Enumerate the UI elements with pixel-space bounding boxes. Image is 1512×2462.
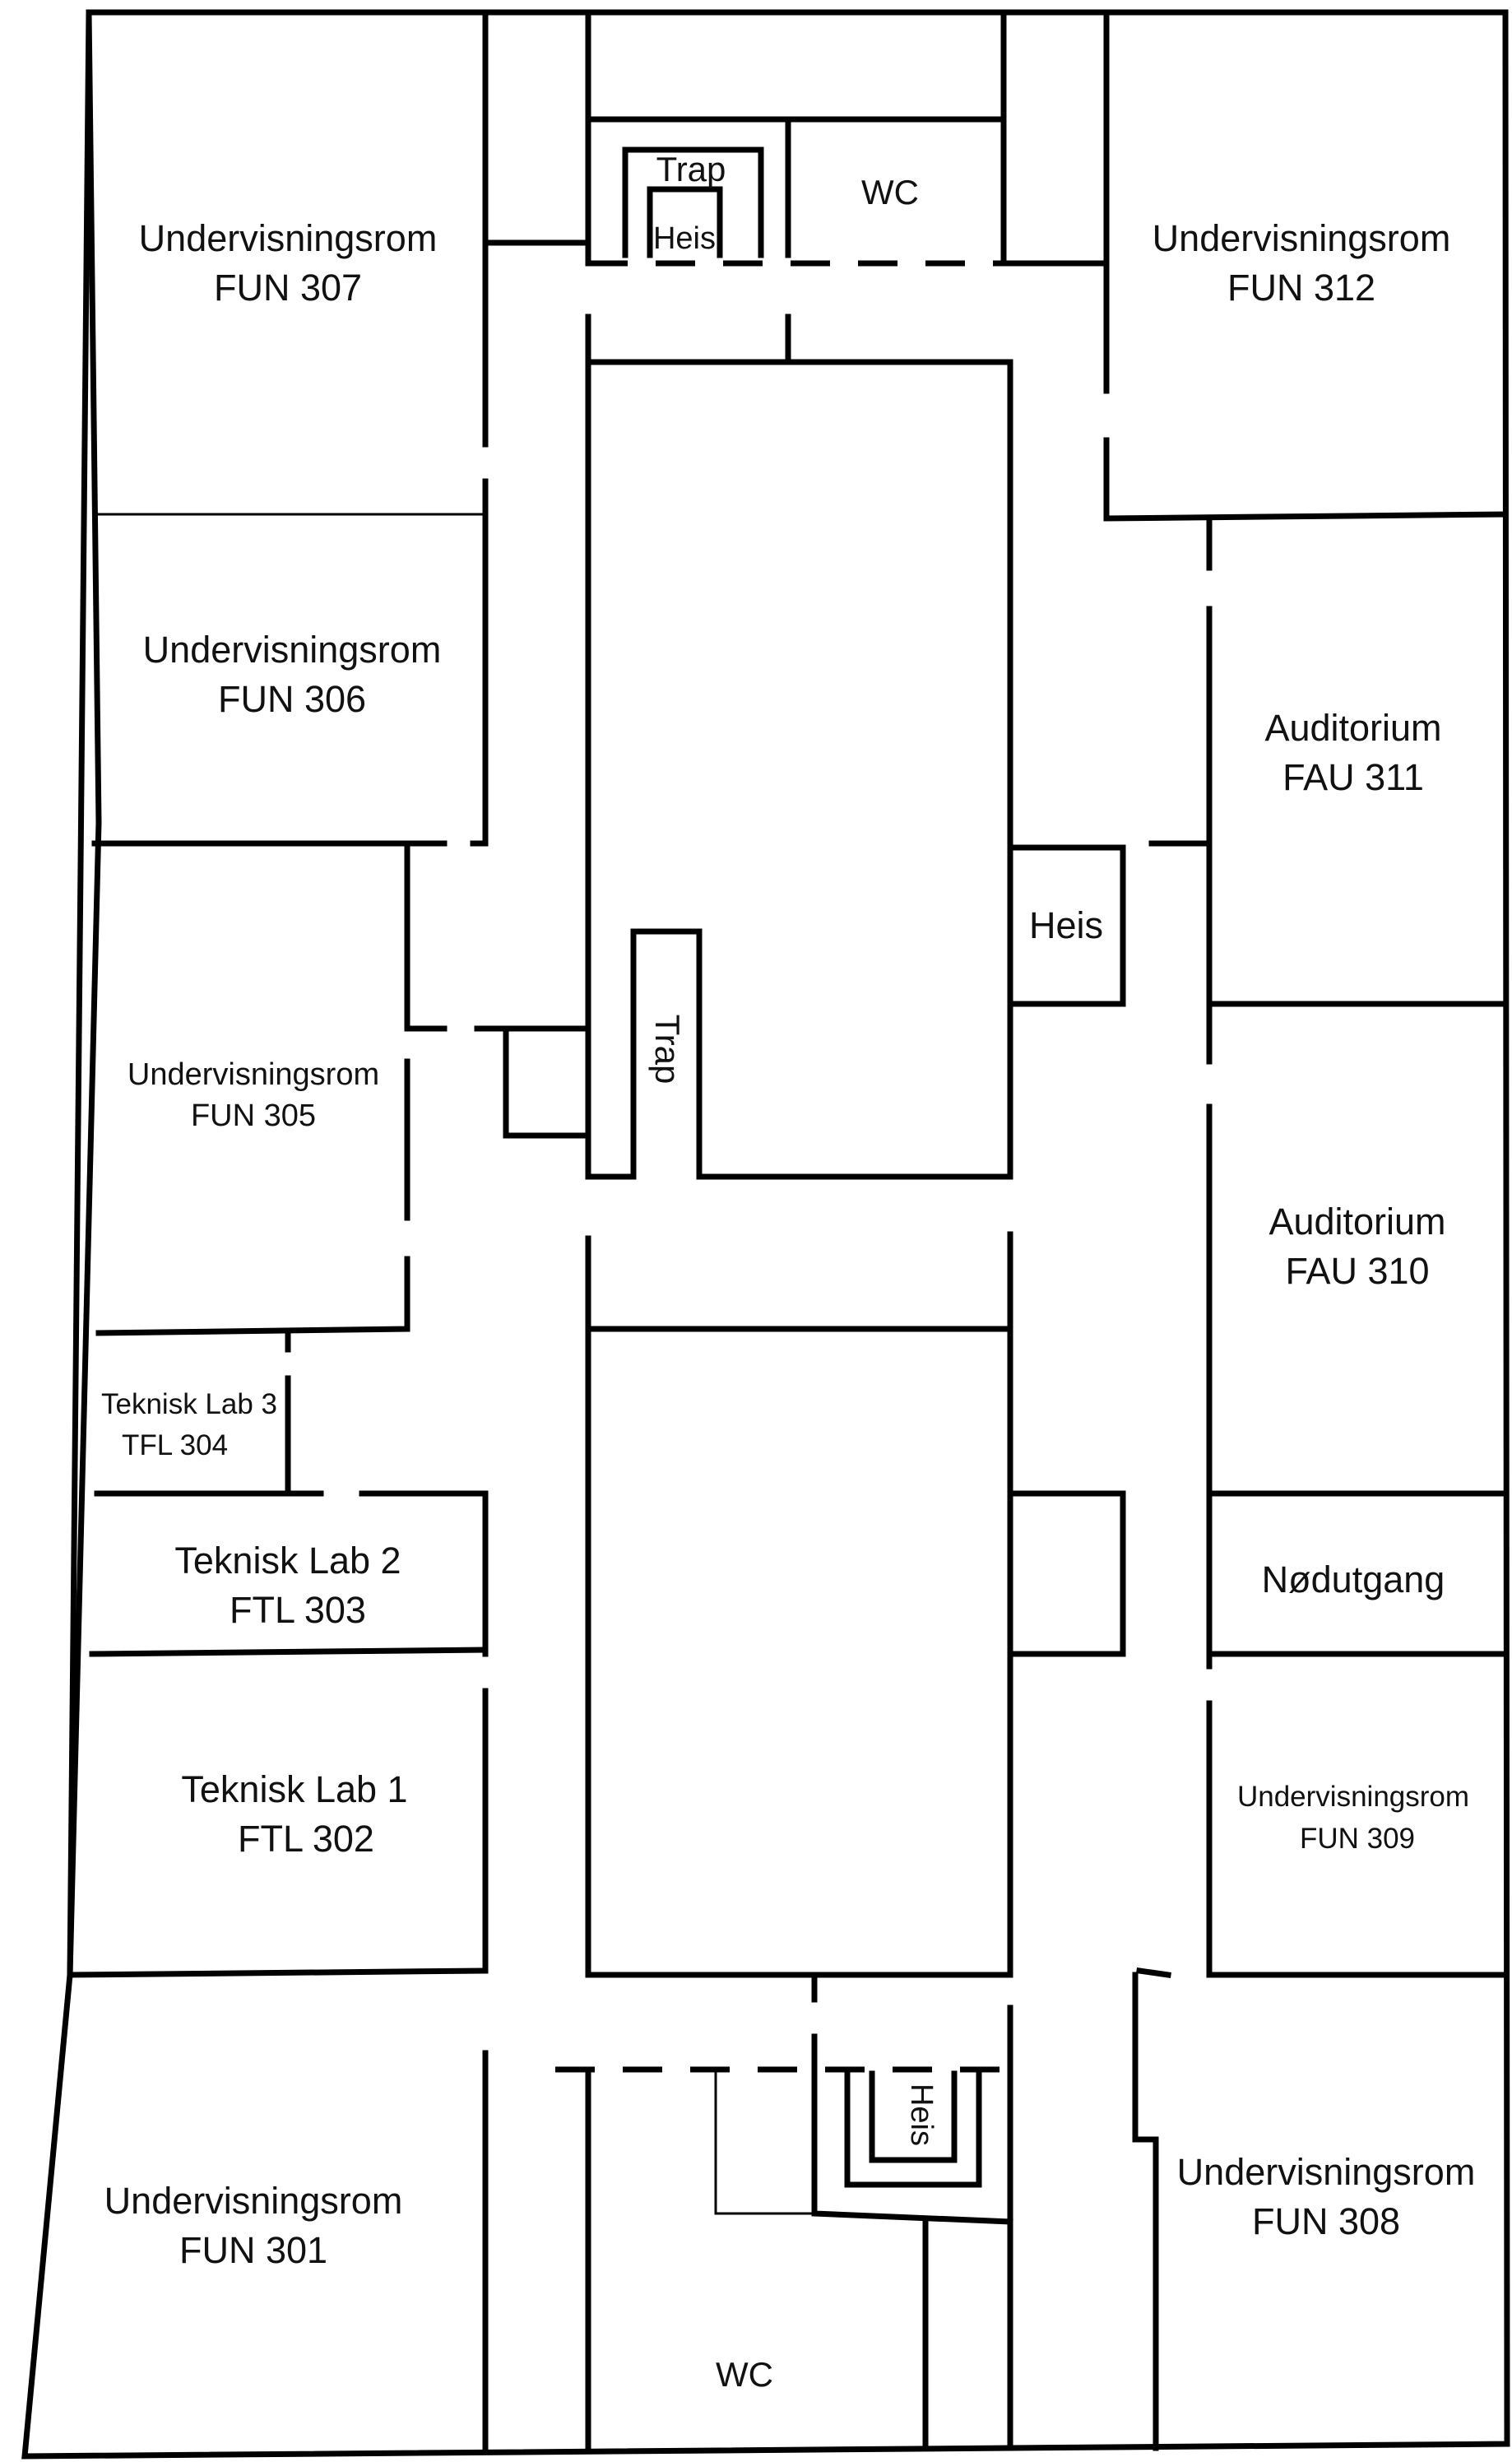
room-code: FUN 312 <box>1227 267 1375 309</box>
elevator-label-bottom: Heis <box>904 2083 939 2146</box>
left-room-walls <box>67 9 591 2451</box>
top-service-walls <box>482 9 1110 361</box>
room-code: FTL 303 <box>230 1589 366 1631</box>
room-name: Teknisk Lab 3 <box>101 1388 277 1420</box>
room-code: FUN 301 <box>179 2229 327 2271</box>
room-name: Auditorium <box>1269 1201 1445 1243</box>
room-name: Teknisk Lab 1 <box>181 1768 407 1810</box>
room-ftl-302: Teknisk Lab 1 FTL 302 <box>181 1768 407 1860</box>
room-code: FUN 309 <box>1300 1823 1415 1855</box>
room-tfl-304: Teknisk Lab 3 TFL 304 <box>101 1388 277 1461</box>
room-code: FAU 310 <box>1285 1250 1429 1292</box>
room-name: Undervisningsrom <box>1237 1781 1469 1813</box>
elevator-label-top: Heis <box>653 221 716 256</box>
room-name: Undervisningsrom <box>143 629 442 671</box>
room-fun-306: Undervisningsrom FUN 306 <box>143 629 442 720</box>
room-fun-312: Undervisningsrom FUN 312 <box>1153 217 1451 309</box>
room-code: FUN 306 <box>218 678 366 720</box>
room-fun-301: Undervisningsrom FUN 301 <box>104 2180 403 2271</box>
elevator-label-right: Heis <box>1029 904 1103 946</box>
room-name: Undervisningsrom <box>128 1057 379 1092</box>
room-code: TFL 304 <box>122 1429 228 1461</box>
room-name: Undervisningsrom <box>1177 2151 1476 2193</box>
room-name: Teknisk Lab 2 <box>174 1540 401 1582</box>
center-core-walls <box>503 359 1013 1978</box>
room-code: FUN 308 <box>1252 2200 1400 2242</box>
bottom-service-walls <box>555 1972 1013 2451</box>
room-ftl-303: Teknisk Lab 2 FTL 303 <box>174 1540 401 1631</box>
wc-label-top: WC <box>861 173 919 211</box>
room-code: FUN 305 <box>191 1099 316 1133</box>
room-name: Undervisningsrom <box>104 2180 403 2222</box>
wc-label-bottom: WC <box>716 2355 773 2394</box>
room-name: Undervisningsrom <box>139 217 438 259</box>
room-fun-305: Undervisningsrom FUN 305 <box>128 1057 379 1133</box>
room-fun-308: Undervisningsrom FUN 308 <box>1177 2151 1476 2242</box>
stairs-label-center: Trap <box>648 1015 687 1085</box>
room-name: Nødutgang <box>1262 1558 1445 1600</box>
room-name: Auditorium <box>1264 707 1441 749</box>
room-fau-310: Auditorium FAU 310 <box>1269 1201 1445 1292</box>
stairs-label-top: Trap <box>656 150 726 188</box>
room-code: FUN 307 <box>214 267 362 309</box>
room-code: FAU 311 <box>1282 756 1424 798</box>
room-fau-311: Auditorium FAU 311 <box>1264 707 1441 798</box>
room-fun-307: Undervisningsrom FUN 307 <box>139 217 438 309</box>
right-room-walls <box>1007 9 1509 2451</box>
building-outline <box>21 9 1510 2460</box>
room-nodutgang: Nødutgang <box>1262 1558 1445 1600</box>
room-fun-309: Undervisningsrom FUN 309 <box>1237 1781 1469 1855</box>
room-code: FTL 302 <box>238 1818 374 1860</box>
room-name: Undervisningsrom <box>1153 217 1451 259</box>
service-labels: Trap Heis WC Heis Trap Heis WC <box>648 150 1103 2394</box>
